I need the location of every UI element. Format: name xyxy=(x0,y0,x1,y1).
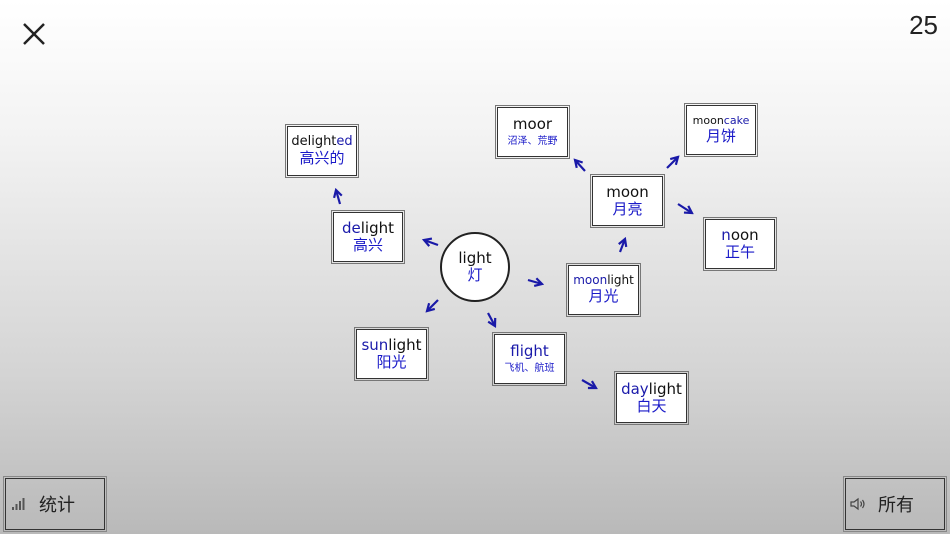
center-word-meaning: 灯 xyxy=(467,266,483,284)
word-meaning: 月饼 xyxy=(705,126,736,145)
arrow-to-sunlight xyxy=(427,299,439,311)
arrow-to-daylight xyxy=(581,379,596,388)
word-meaning: 月光 xyxy=(588,287,619,306)
all-words-button[interactable]: 所有 xyxy=(843,476,947,532)
word-meaning: 正午 xyxy=(724,243,755,261)
word-text: flight xyxy=(510,342,549,361)
bar-chart-icon xyxy=(12,498,25,510)
word-text: delight xyxy=(342,218,394,237)
word-text: noon xyxy=(721,225,759,244)
word-text: moor xyxy=(512,115,553,134)
word-text: moonlight xyxy=(573,273,634,288)
arrow-to-delight xyxy=(424,240,439,245)
arrow-to-flight xyxy=(487,312,495,326)
word-card-moor[interactable]: moor 沼泽、荒野 xyxy=(495,105,570,159)
word-card-moonlight[interactable]: moonlight 月光 xyxy=(566,263,641,317)
word-card-delighted[interactable]: delighted 高兴的 xyxy=(285,124,359,178)
word-text: mooncake xyxy=(692,114,750,128)
word-card-sunlight[interactable]: sunlight 阳光 xyxy=(354,327,429,381)
word-meaning: 沼泽、荒野 xyxy=(507,136,558,148)
word-text: daylight xyxy=(621,379,682,398)
word-meaning: 高兴的 xyxy=(299,148,345,167)
stats-button[interactable]: 统计 xyxy=(3,476,107,532)
word-meaning: 月亮 xyxy=(612,200,643,218)
word-meaning: 飞机、航班 xyxy=(504,363,555,375)
word-card-flight[interactable]: flight 飞机、航班 xyxy=(492,332,567,386)
word-meaning: 高兴 xyxy=(352,236,383,254)
word-text: sunlight xyxy=(361,335,422,354)
arrow-to-noon xyxy=(677,203,692,213)
close-icon xyxy=(23,23,45,45)
arrow-to-delighted xyxy=(336,190,340,205)
word-card-mooncake[interactable]: mooncake 月饼 xyxy=(684,103,758,157)
word-card-noon[interactable]: noon 正午 xyxy=(703,217,777,271)
word-text: delighted xyxy=(291,133,353,149)
stats-button-label: 统计 xyxy=(39,495,75,516)
word-card-moon[interactable]: moon 月亮 xyxy=(590,174,665,228)
arrow-to-mooncake xyxy=(666,157,678,169)
close-button[interactable] xyxy=(20,20,48,48)
all-words-button-label: 所有 xyxy=(878,495,914,516)
word-card-daylight[interactable]: daylight 白天 xyxy=(614,371,689,425)
word-meaning: 阳光 xyxy=(376,353,407,371)
arrow-to-moonlight xyxy=(527,280,542,284)
word-meaning: 白天 xyxy=(636,397,667,415)
speaker-icon xyxy=(850,497,865,511)
word-counter: 25 xyxy=(909,10,938,40)
arrow-to-moor xyxy=(575,160,586,172)
center-word[interactable]: light 灯 xyxy=(440,232,510,302)
arrow-to-moon xyxy=(620,239,625,253)
word-text: moon xyxy=(606,182,649,201)
center-word-text: light xyxy=(458,248,492,267)
word-card-delight[interactable]: delight 高兴 xyxy=(331,210,405,264)
